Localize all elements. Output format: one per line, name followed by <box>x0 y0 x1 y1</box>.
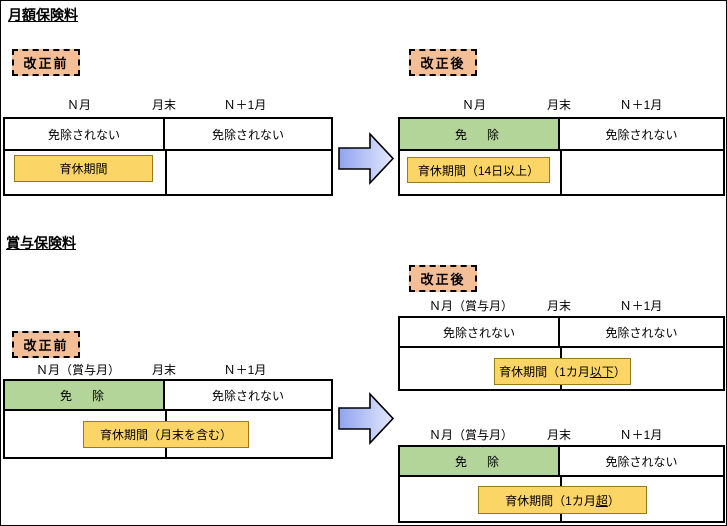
leave-bar-underlined-term: 超 <box>595 493 608 508</box>
cell-status-n-month-monthly-before: 免除されない <box>5 119 165 149</box>
axis-label-month-n-plus-1-bonus-after-1: Ｎ＋1月 <box>619 299 663 313</box>
leave-period-bar-bonus-after-over-1month: 育休期間（1カ月超） <box>478 486 647 514</box>
axis-label-month-n-plus-1-bonus-after-2: Ｎ＋1月 <box>619 428 663 442</box>
axis-label-month-end-bonus-before: 月末 <box>151 363 176 377</box>
leave-bar-prefix: 育休期間（1カ月 <box>505 493 596 508</box>
leave-period-bar-monthly-before: 育休期間 <box>14 155 153 182</box>
leave-bar-prefix: 育休期間（1カ月 <box>499 365 590 379</box>
timeline-table-monthly-before: 免除されない 免除されない <box>3 117 333 196</box>
axis-label-month-n-plus-1-monthly-after: Ｎ＋1月 <box>619 98 663 112</box>
axis-label-month-n-plus-1-bonus-before: Ｎ＋1月 <box>223 363 267 377</box>
cell-status-n-month-bonus-after-2: 免 除 <box>400 447 560 475</box>
leave-bar-underlined-term: 以下 <box>589 365 614 379</box>
cell-status-next-month-monthly-before: 免除されない <box>165 119 331 149</box>
cell-status-next-month-bonus-after-2: 免除されない <box>560 447 723 475</box>
table-row-status-monthly-after: 免 除 免除されない <box>400 119 723 151</box>
cell-status-next-month-monthly-after: 免除されない <box>560 119 723 149</box>
column-divider-monthly-before <box>165 149 167 194</box>
axis-label-month-n-monthly-before: Ｎ月 <box>66 98 91 112</box>
table-row-status-monthly-before: 免除されない 免除されない <box>5 119 331 151</box>
section-title-monthly-premium: 月額保険料 <box>8 7 78 23</box>
section-title-bonus-premium: 賞与保険料 <box>6 235 76 251</box>
leave-period-bar-monthly-after: 育休期間（14日以上） <box>407 157 550 183</box>
cell-status-n-month-bonus-before: 免 除 <box>5 381 165 409</box>
leave-bar-suffix: ） <box>613 365 626 379</box>
cell-status-n-month-bonus-after-1: 免除されない <box>400 318 560 346</box>
axis-label-month-end-monthly-before: 月末 <box>151 98 176 112</box>
leave-period-bar-bonus-before: 育休期間（月末を含む） <box>83 421 249 448</box>
arrow-monthly-transition <box>337 130 395 187</box>
axis-label-month-n-monthly-after: Ｎ月 <box>461 98 486 112</box>
badge-after-bonus-1month-or-less: 改正後 <box>409 265 477 292</box>
cell-status-next-month-bonus-before: 免除されない <box>165 381 331 409</box>
badge-before-monthly: 改正前 <box>12 49 80 76</box>
badge-before-bonus: 改正前 <box>12 331 80 358</box>
column-divider-monthly-after <box>560 149 562 194</box>
badge-after-monthly: 改正後 <box>409 49 477 76</box>
leave-bar-suffix: ） <box>607 493 620 508</box>
cell-status-n-month-monthly-after: 免 除 <box>400 119 560 149</box>
leave-period-bar-bonus-after-1month-or-less: 育休期間（1カ月以下） <box>494 358 631 385</box>
cell-status-next-month-bonus-after-1: 免除されない <box>560 318 723 346</box>
axis-label-month-n-bonus-before: Ｎ月（賞与月） <box>35 363 120 377</box>
table-row-leave-monthly-after <box>400 149 723 194</box>
table-row-leave-monthly-before <box>5 149 331 194</box>
axis-label-month-end-monthly-after: 月末 <box>546 98 571 112</box>
axis-label-month-n-bonus-after-2: Ｎ月（賞与月） <box>428 428 513 442</box>
table-row-status-bonus-after-2: 免 除 免除されない <box>400 447 723 477</box>
table-row-status-bonus-before: 免 除 免除されない <box>5 381 331 411</box>
axis-label-month-end-bonus-after-1: 月末 <box>546 299 571 313</box>
axis-label-month-n-bonus-after-1: Ｎ月（賞与月） <box>428 299 513 313</box>
table-row-status-bonus-after-1: 免除されない 免除されない <box>400 318 723 348</box>
arrow-bonus-transition <box>337 390 395 447</box>
axis-label-month-n-plus-1-monthly-before: Ｎ＋1月 <box>223 98 267 112</box>
axis-label-month-end-bonus-after-2: 月末 <box>546 428 571 442</box>
